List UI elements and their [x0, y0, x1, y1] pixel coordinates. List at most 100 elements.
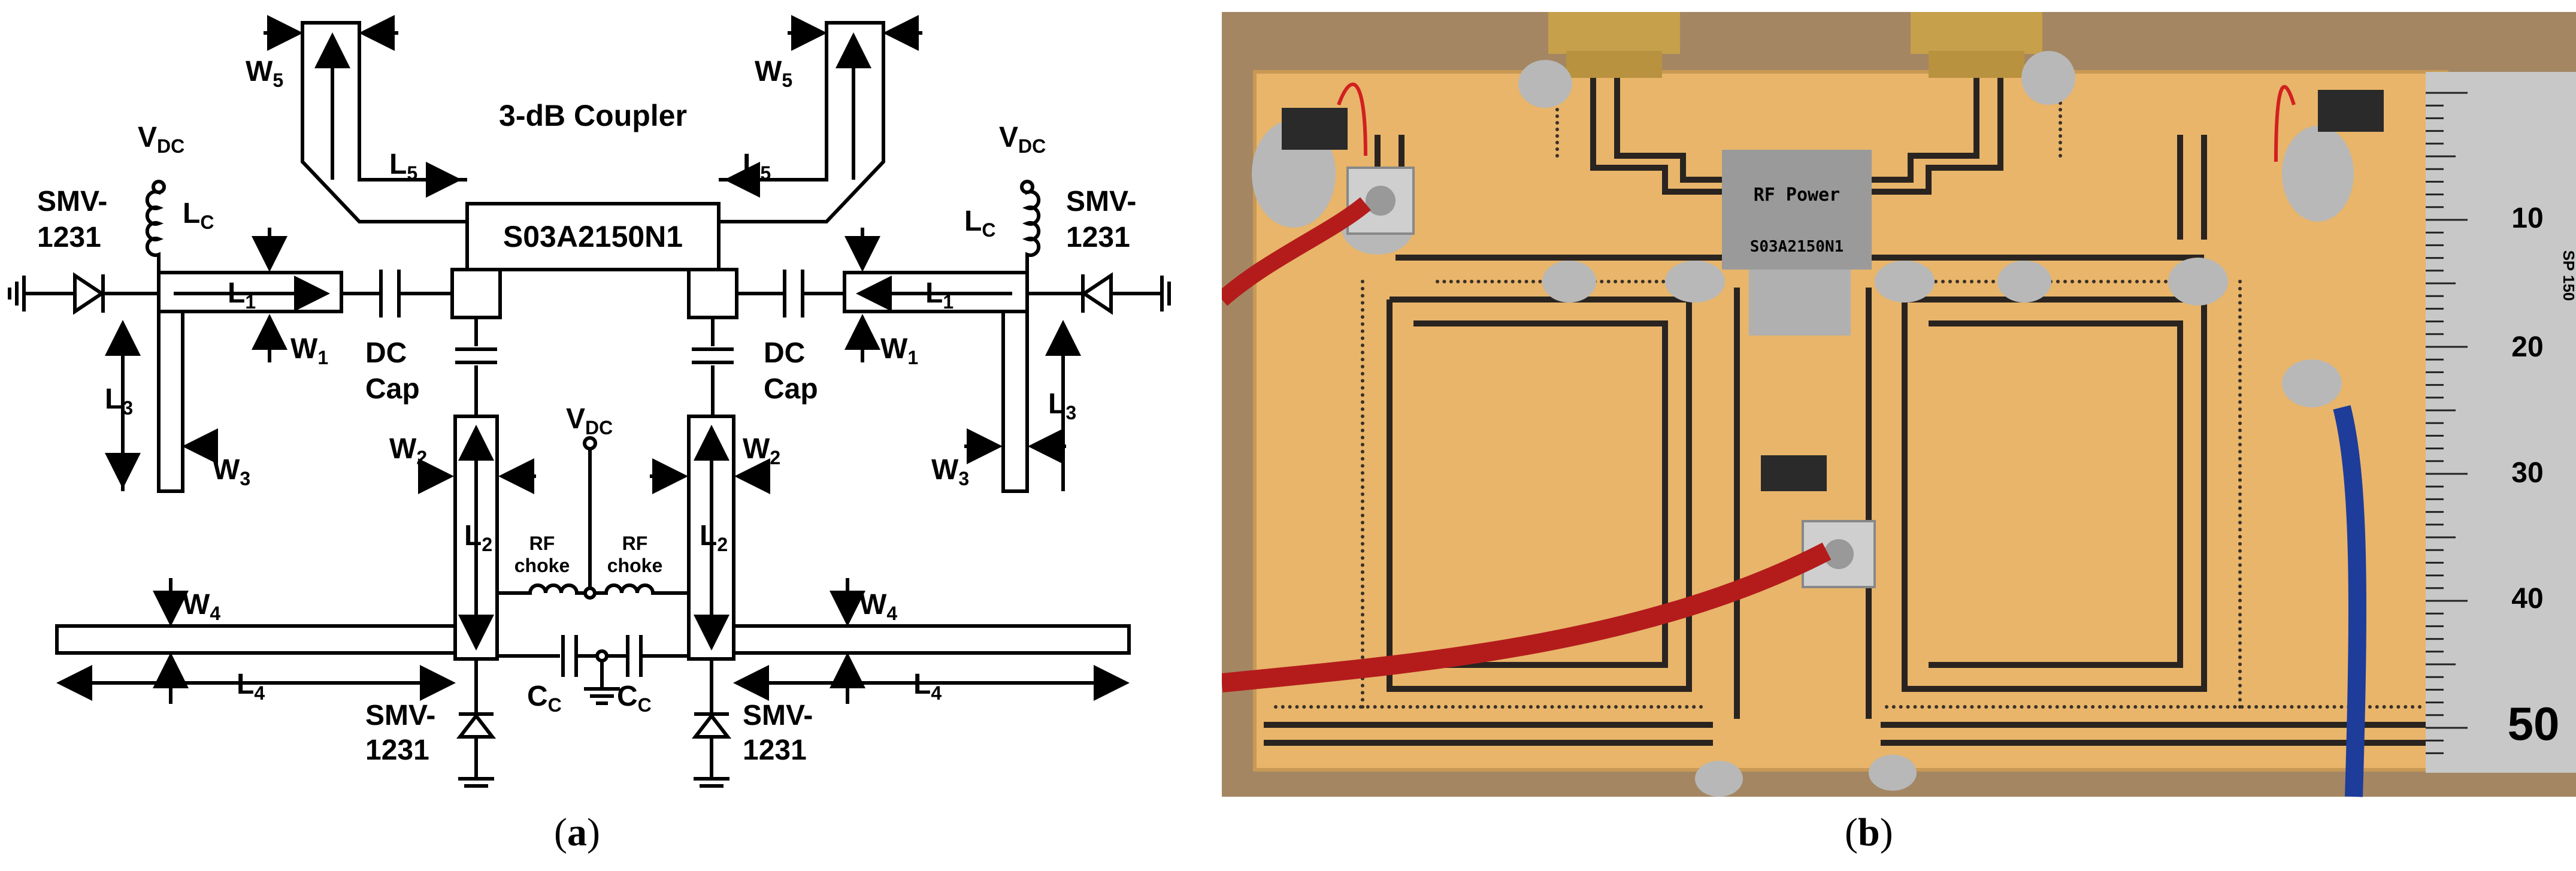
via-dot — [2119, 705, 2123, 709]
via-dot — [2238, 456, 2242, 461]
via-dot — [2059, 147, 2062, 151]
via-dot — [2238, 663, 2242, 666]
via-dot — [1361, 634, 1364, 638]
via-dot — [2238, 485, 2242, 489]
via-dot — [2238, 641, 2242, 645]
w4-right-label: W4 — [859, 589, 897, 624]
via-dot — [1555, 128, 1559, 131]
via-dot — [1415, 705, 1419, 709]
via-dot — [1600, 705, 1604, 709]
via-dot — [2091, 705, 2095, 709]
coupler-chip — [465, 202, 721, 271]
via-dot — [2283, 705, 2287, 709]
via-dot — [1508, 705, 1512, 709]
via-dot — [1361, 371, 1364, 376]
via-dot — [2238, 698, 2242, 702]
via-dot — [1361, 648, 1364, 652]
stub-l5-right — [719, 21, 885, 223]
via-dot — [1361, 336, 1364, 340]
via-dot — [1361, 329, 1364, 333]
red-wire-center — [1221, 542, 1832, 692]
via-dot — [2233, 705, 2237, 709]
pcb-photo: RF Power S03A2150N1 10 20 30 40 50 — [1216, 12, 2576, 797]
via-dot — [2183, 705, 2187, 709]
via-dot — [1906, 705, 1910, 709]
via-dot — [1606, 280, 1611, 283]
via-dot — [1373, 705, 1377, 709]
via-dot — [1422, 705, 1427, 709]
via-dot — [1361, 358, 1364, 362]
vdc-node-center — [583, 436, 597, 450]
via-dot — [1920, 705, 1924, 709]
coupler-title: 3-dB Coupler — [499, 99, 687, 132]
via-dot — [1515, 705, 1519, 709]
chip-top-right — [2318, 90, 2384, 132]
via-dot — [1361, 598, 1364, 603]
via-dot — [1948, 280, 1952, 283]
via-dot — [1465, 705, 1469, 709]
via-dot — [1543, 705, 1547, 709]
via-dot — [1361, 407, 1364, 411]
w5-left-label: W5 — [246, 56, 283, 91]
via-dot — [2150, 280, 2153, 283]
cc-left-label: CC — [527, 681, 562, 716]
via-dot — [1899, 705, 1903, 709]
via-dot — [2396, 705, 2401, 709]
via-dot — [1361, 421, 1364, 425]
stub-l5-left — [301, 21, 467, 223]
via-dot — [1998, 705, 2002, 709]
via-dot — [2027, 705, 2031, 709]
via-dot — [2169, 705, 2173, 709]
via-dot — [1295, 705, 1299, 709]
via-dot — [2128, 280, 2132, 283]
l2-right-label: L2 — [700, 520, 728, 555]
via-dot — [1274, 705, 1278, 709]
via-dot — [2290, 705, 2294, 709]
w1-right-label: W1 — [880, 333, 918, 368]
dc-cap-right-label-1: DC — [764, 337, 805, 369]
via-dot — [2238, 414, 2242, 418]
via-dot — [1361, 428, 1364, 433]
via-dot — [2059, 121, 2062, 125]
via-dot — [2238, 648, 2242, 652]
via-dot — [2020, 705, 2024, 709]
rf-choke-right — [590, 583, 689, 595]
via-dot — [2261, 705, 2265, 709]
via-dot — [2238, 655, 2242, 660]
via-dot — [1557, 705, 1561, 709]
via-dot — [1361, 286, 1364, 291]
via-dot — [1564, 705, 1569, 709]
via-dot — [1670, 705, 1675, 709]
via-dot — [2148, 705, 2152, 709]
via-dot — [2418, 705, 2421, 709]
varactor-right — [1080, 272, 1113, 315]
varactor-bottom-left — [456, 713, 497, 739]
via-dot — [1361, 365, 1364, 368]
chip-text-1: RF Power — [1754, 185, 1841, 205]
via-dot — [1977, 280, 1981, 283]
via-dot — [1451, 705, 1455, 709]
via-dot — [2133, 705, 2138, 709]
via-dot — [2162, 705, 2166, 709]
via-dot — [2197, 705, 2202, 709]
via-dot — [2059, 154, 2062, 158]
via-dot — [1490, 280, 1494, 283]
via-dot — [2069, 705, 2073, 709]
via-dot — [2238, 343, 2242, 347]
via-dot — [1361, 521, 1364, 525]
via-dot — [2157, 280, 2160, 283]
via-dot — [1361, 584, 1364, 588]
l5-left-label: L5 — [389, 149, 417, 184]
via-dot — [1470, 280, 1474, 283]
via-dot — [1555, 147, 1559, 151]
via-dot — [2005, 705, 2009, 709]
via-dot — [1361, 655, 1364, 660]
sma-flange-right — [1929, 51, 2024, 78]
via-dot — [2085, 280, 2088, 283]
via-dot — [2238, 450, 2242, 453]
via-dot — [2164, 280, 2168, 283]
chip-top-left — [1282, 108, 1348, 150]
schematic-diagram: 3-dB Coupler S03A2150N1 W5 W5 L5 L5 VDC … — [8, 15, 1171, 788]
via-dot — [1361, 450, 1364, 453]
via-dot — [1361, 485, 1364, 489]
